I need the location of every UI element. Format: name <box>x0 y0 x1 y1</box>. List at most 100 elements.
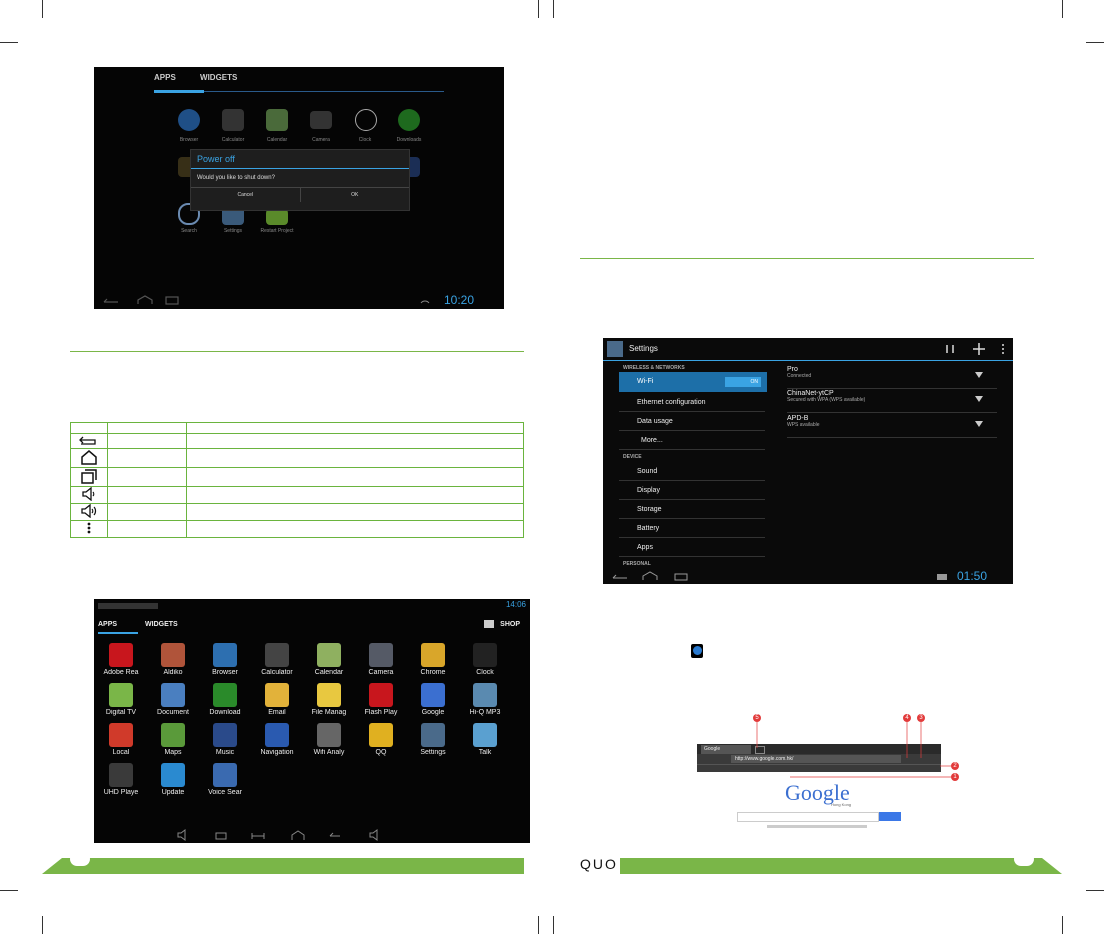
table-cell <box>107 422 187 434</box>
app-icon-item[interactable]: Voice Sear <box>200 763 250 796</box>
shop-icon <box>484 620 495 628</box>
crop-mark <box>553 916 554 934</box>
tab-apps[interactable]: APPS <box>98 621 118 628</box>
calendar-icon[interactable] <box>266 109 288 131</box>
app-icon-item[interactable]: Clock <box>460 643 510 676</box>
app-icon-item[interactable]: Calculator <box>252 643 302 676</box>
wifi-item[interactable]: Wi-Fi ON <box>619 372 767 392</box>
app-icon-item[interactable]: Aldiko <box>148 643 198 676</box>
callout-badge: 2 <box>951 762 959 770</box>
app-icon-item[interactable]: QQ <box>356 723 406 756</box>
app-icon-item[interactable]: Google <box>408 683 458 716</box>
browser-icon[interactable] <box>178 109 200 131</box>
app-icon <box>317 643 341 667</box>
search-icon[interactable] <box>178 203 200 225</box>
wifi-network-item[interactable]: Pro Connected <box>787 366 997 389</box>
settings-item-storage[interactable]: Storage <box>619 501 765 519</box>
menu-icon <box>87 522 91 534</box>
app-label: Search <box>181 228 197 234</box>
crop-mark <box>1062 0 1063 18</box>
new-tab-button[interactable] <box>755 746 765 754</box>
app-icon-item[interactable]: Navigation <box>252 723 302 756</box>
table-cell <box>186 448 524 468</box>
settings-item-display[interactable]: Display <box>619 482 765 500</box>
page-number-badge <box>1014 852 1034 866</box>
settings-item-apps[interactable]: Apps <box>619 539 765 557</box>
app-label: Calculator <box>261 669 293 676</box>
ok-button[interactable]: OK <box>351 192 359 198</box>
network-status: WPS available <box>787 422 820 428</box>
app-label: Camera <box>312 137 330 143</box>
footer-bar <box>620 858 1062 874</box>
app-label: Browser <box>212 669 238 676</box>
app-label: Digital TV <box>105 709 137 716</box>
app-tabs: APPS WIDGETS <box>154 73 259 82</box>
tab-apps[interactable]: APPS <box>154 73 176 82</box>
app-icon-item[interactable]: Hi-Q MP3 <box>460 683 510 716</box>
app-label: Maps <box>164 749 182 756</box>
app-label: Document <box>157 709 189 716</box>
app-label: UHD Playe <box>103 789 139 796</box>
app-label: Flash Play <box>364 709 398 716</box>
browser-tab-bar: Google <box>697 744 941 754</box>
app-icon-item[interactable]: Flash Play <box>356 683 406 716</box>
settings-item-more[interactable]: More... <box>619 432 765 450</box>
app-icon-item[interactable]: Update <box>148 763 198 796</box>
app-label: Calculator <box>221 137 245 143</box>
app-icon-item[interactable]: Talk <box>460 723 510 756</box>
browser-tab[interactable]: Google <box>701 745 751 754</box>
url-bar[interactable]: http://www.google.com.hk/ <box>731 755 901 763</box>
settings-screenshot: Settings WIRELESS & NETWORKS Wi-Fi ON Et… <box>603 338 1013 584</box>
table-cell <box>70 467 108 487</box>
app-icon-item[interactable]: Digital TV <box>96 683 146 716</box>
app-icon-item[interactable]: Browser <box>200 643 250 676</box>
app-icon-item[interactable]: Camera <box>356 643 406 676</box>
nav-icons <box>103 295 430 305</box>
table-cell <box>186 486 524 504</box>
dialog-title: Power off <box>191 150 409 169</box>
app-icon-item[interactable]: Maps <box>148 723 198 756</box>
app-icon <box>213 723 237 747</box>
app-icon-item[interactable]: Document <box>148 683 198 716</box>
app-icon-item[interactable]: Email <box>252 683 302 716</box>
tab-widgets[interactable]: WIDGETS <box>145 621 178 628</box>
wifi-network-item[interactable]: APD-B WPS available <box>787 415 997 438</box>
settings-item-sound[interactable]: Sound <box>619 463 765 481</box>
calculator-icon[interactable] <box>222 109 244 131</box>
shop-button[interactable]: SHOP <box>484 620 520 628</box>
clock-icon[interactable] <box>355 109 377 131</box>
app-icon-item[interactable]: Local <box>96 723 146 756</box>
crop-mark <box>0 890 18 891</box>
search-input[interactable] <box>737 812 879 822</box>
page-number-badge <box>70 852 90 866</box>
settings-item-data-usage[interactable]: Data usage <box>619 413 765 431</box>
settings-app-icon <box>607 341 623 357</box>
settings-item-battery[interactable]: Battery <box>619 520 765 538</box>
app-icon <box>213 643 237 667</box>
table-cell <box>107 486 187 504</box>
app-icon-item[interactable]: Download <box>200 683 250 716</box>
app-icon-item[interactable]: Music <box>200 723 250 756</box>
settings-item-ethernet[interactable]: Ethernet configuration <box>619 394 765 412</box>
app-label: Wifi Analy <box>313 749 345 756</box>
camera-icon[interactable] <box>310 111 332 129</box>
cancel-button[interactable]: Cancel <box>191 188 301 202</box>
search-button[interactable] <box>879 812 901 821</box>
download-icon[interactable] <box>398 109 420 131</box>
app-icon-item[interactable]: UHD Playe <box>96 763 146 796</box>
app-icon-item[interactable]: Adobe Rea <box>96 643 146 676</box>
table-cell <box>70 422 108 434</box>
app-icon-item[interactable]: File Manag <box>304 683 354 716</box>
app-icon-item[interactable]: Calendar <box>304 643 354 676</box>
network-status: Connected <box>787 373 812 379</box>
app-icon-item[interactable]: Settings <box>408 723 458 756</box>
crop-mark <box>553 0 554 18</box>
wifi-network-item[interactable]: ChinaNet-ytCP Secured with WPA (WPS avai… <box>787 390 997 413</box>
tab-widgets[interactable]: WIDGETS <box>200 73 238 82</box>
app-icon-item[interactable]: Chrome <box>408 643 458 676</box>
wifi-toggle[interactable]: ON <box>725 377 761 387</box>
app-label: Navigation <box>260 749 294 756</box>
crop-mark <box>1062 916 1063 934</box>
app-icon-item[interactable]: Wifi Analy <box>304 723 354 756</box>
